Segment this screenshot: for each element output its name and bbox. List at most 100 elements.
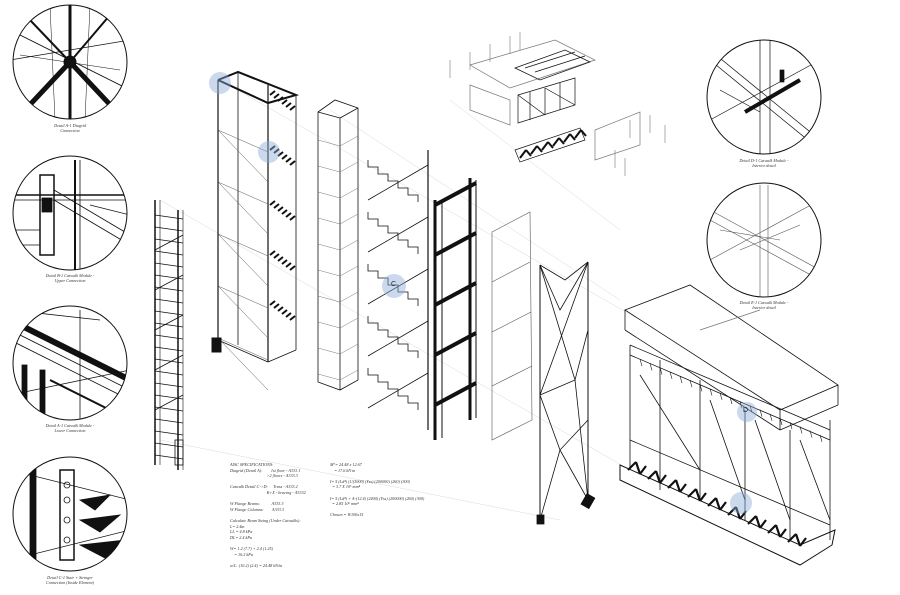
hatch-mark	[289, 265, 296, 271]
caption-line: Detail C-1 Stair + Stringer	[47, 575, 93, 580]
spec-line: = 2.85 10⁶ mm⁴	[330, 501, 359, 507]
stair-flight	[367, 160, 419, 202]
bay-diagonal	[217, 285, 269, 339]
caption-line: Detail A-1 Diagrid	[54, 123, 86, 128]
callout-marker-a[interactable]	[209, 72, 231, 94]
module-tick	[799, 426, 803, 434]
ladder-rung	[154, 274, 184, 280]
catwalk-exploded	[449, 32, 666, 176]
stair-flight	[367, 316, 419, 358]
zig-mark	[552, 137, 560, 147]
hatch-mark	[281, 209, 288, 215]
stair-flight	[367, 264, 419, 306]
shaft-panel-line	[339, 187, 359, 199]
ladder-rung	[154, 358, 184, 364]
shaft-panel-line	[317, 191, 341, 199]
ladder-rung	[154, 334, 184, 340]
callout-label-c: C	[391, 281, 397, 288]
module-tick	[669, 371, 673, 379]
callout-marker-e[interactable]	[730, 492, 752, 514]
ladder-rung	[154, 238, 184, 244]
shaft-panel-line	[339, 135, 359, 147]
callout-marker-c[interactable]	[382, 274, 406, 298]
stair-stringer	[367, 320, 429, 357]
hatch-mark	[269, 200, 276, 206]
bay-line	[217, 285, 269, 309]
hatch-mark	[273, 148, 280, 154]
zig-mark	[563, 133, 571, 143]
spec-line: AISC SPECIFICATIONS:	[230, 462, 274, 467]
module-tick	[809, 430, 813, 438]
ladder-rung	[154, 310, 184, 316]
ladder-rung	[154, 250, 184, 256]
detail-caption-b1-upper: Detail B-1 Catwalk Module - Upper Connec…	[30, 273, 110, 283]
hatch-mark	[269, 250, 276, 256]
module-zig-mark	[787, 533, 797, 543]
zig-mark	[525, 149, 532, 157]
module-zig-mark	[774, 524, 782, 538]
shaft-panel-line	[339, 291, 359, 303]
black-frame	[433, 178, 477, 440]
spec-line: DL= 2.4 kPa	[230, 534, 253, 540]
detail-caption-d1-interior: Detail D-1 Catwalk Module - Interior det…	[724, 158, 804, 168]
shaft-column	[317, 99, 359, 391]
callout-marker-d[interactable]	[737, 402, 757, 422]
module-zig-mark	[699, 492, 707, 502]
shaft-panel-line	[339, 213, 359, 225]
shaft-panel-line	[317, 373, 341, 381]
detail-circle-d1-interior	[706, 39, 822, 155]
module-tick	[659, 367, 663, 375]
ladder-rung	[154, 298, 184, 304]
shaft-panel-line	[317, 347, 341, 355]
module-zig-mark	[719, 501, 727, 511]
module-zig-mark	[734, 506, 742, 520]
module-zig-mark	[659, 474, 667, 484]
callout-marker-b[interactable]	[258, 141, 280, 163]
module-zig-mark	[767, 524, 777, 534]
module-zig-mark	[639, 465, 647, 475]
module-zig-mark	[799, 537, 807, 547]
shaft-panel-line	[317, 139, 341, 147]
zig-mark	[530, 145, 538, 155]
zig-mark	[519, 149, 527, 159]
module-tick	[649, 363, 653, 371]
frame-tower	[211, 70, 300, 391]
bay-diagonal	[217, 181, 269, 235]
hatch-mark	[281, 309, 288, 315]
zig-mark	[536, 145, 543, 153]
hatch-mark	[289, 315, 296, 321]
detail-caption-e1-interior: Detail E-1 Catwalk Module - Interior det…	[724, 300, 804, 310]
detail-caption-c1-stair: Detail C-1 Stair + Stringer Connection (…	[30, 575, 110, 585]
zig-mark	[558, 137, 565, 145]
bay-line	[217, 129, 269, 153]
module-zig-mark	[674, 479, 682, 493]
bay-diagonal	[217, 233, 269, 287]
spec-line: I= 5 (Ld⁴) + A-(12.4) (2400) (Yss) (2000…	[330, 495, 425, 501]
catwalk-module	[619, 284, 839, 566]
module-tick	[679, 375, 683, 384]
zig-mark	[547, 141, 554, 149]
module-zig-mark	[647, 470, 657, 480]
detail-circle-e1-interior	[706, 182, 822, 298]
ladder-rung	[154, 394, 184, 400]
shaft-panel-line	[339, 265, 359, 277]
shaft-panel-line	[339, 369, 359, 381]
module-tick	[739, 401, 743, 409]
frame-rung	[434, 331, 477, 357]
stair-flight	[367, 212, 419, 254]
hatch-mark	[285, 212, 292, 218]
bay-line	[217, 233, 269, 257]
bay-line	[217, 181, 269, 205]
frame-rung	[434, 381, 477, 407]
hatch-mark	[277, 151, 284, 157]
ladder-rung	[154, 382, 184, 388]
module-zig-mark	[634, 461, 642, 475]
spec-line: = 3.7 X 10⁶ mm⁴	[330, 484, 361, 490]
stair-stringer	[367, 216, 429, 253]
module-tick	[719, 392, 723, 400]
hatch-mark	[289, 215, 296, 221]
ladder-rung	[154, 418, 184, 424]
module-zig-mark	[754, 515, 762, 529]
ladder-brace	[154, 274, 184, 291]
